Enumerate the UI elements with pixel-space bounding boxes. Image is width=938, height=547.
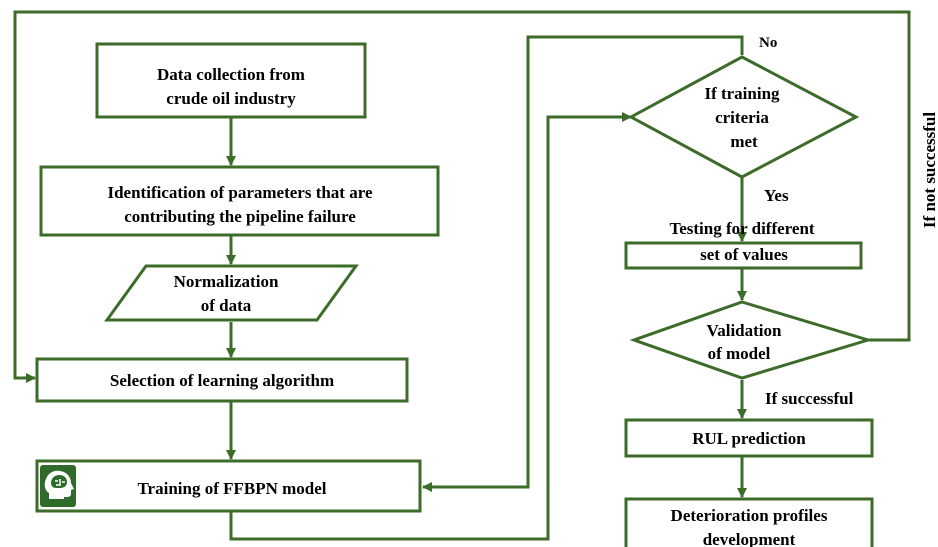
deterioration-line1: Deterioration profiles [671,506,828,525]
node-training [35,459,422,513]
training-criteria-line1: If training [704,84,780,103]
identification-line1: Identification of parameters that are [107,183,372,202]
node-testing [624,241,863,270]
node-selection [35,357,409,403]
data-collection-line1: Data collection from [157,65,305,84]
selection-label: Selection of learning algorithm [110,371,334,390]
edge-criteria-no-to-training [422,35,744,492]
node-identification [39,165,440,237]
edge-label-yes: Yes [764,186,789,205]
edge-label-if-successful: If successful [765,389,854,408]
edge-label-if-not-successful: If not successful [920,112,938,228]
data-collection-line2: crude oil industry [166,89,296,108]
node-deterioration [624,497,874,547]
node-training-criteria [627,55,860,179]
validation-line1: Validation [707,321,783,340]
edge-training-to-criteria [229,112,632,541]
testing-line1: Testing for different [669,219,814,238]
normalization-line2: of data [201,296,252,315]
training-label: Training of FFBPN model [137,479,326,498]
node-rul [624,418,874,458]
normalization-line1: Normalization [174,272,279,291]
node-normalization [104,264,359,322]
deterioration-line2: development [703,530,796,547]
node-data-collection [95,42,367,119]
rul-label: RUL prediction [692,429,806,448]
edge-not-successful-loop [13,10,911,383]
edge-label-no: No [759,35,777,51]
testing-line2: set of values [700,245,788,264]
brain-head-icon [40,465,76,507]
identification-line2: contributing the pipeline failure [124,207,356,226]
training-criteria-line3: met [730,132,758,151]
training-criteria-line2: criteria [715,108,769,127]
validation-line2: of model [708,344,771,363]
node-validation [629,300,874,380]
